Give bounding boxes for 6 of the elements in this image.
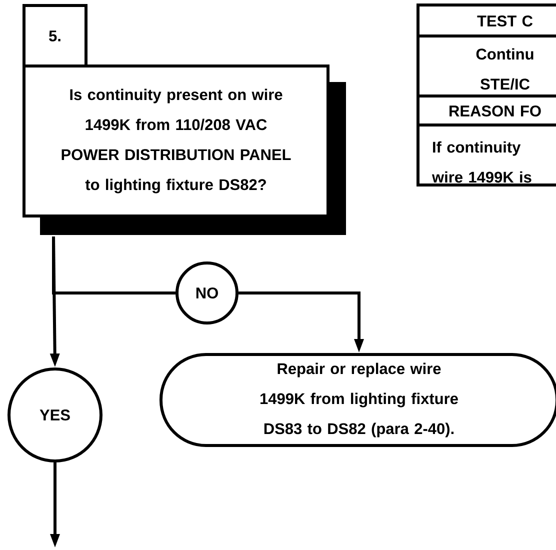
action-box: Repair or replace wire 1499K from lighting fixture DS83 to DS82 (para 2-40). xyxy=(160,353,556,447)
table-cell: TEST C xyxy=(477,16,533,26)
table-cell: If continuity wire 1499K is xyxy=(432,141,532,183)
table-cell: Continu STE/IC xyxy=(476,48,534,90)
question-box: Is continuity present on wire 1499K from 110/208 VAC POWER DISTRIBUTION PANEL to lighting fixture DS82? xyxy=(22,64,346,235)
table-cell: REASON FO xyxy=(450,106,541,116)
